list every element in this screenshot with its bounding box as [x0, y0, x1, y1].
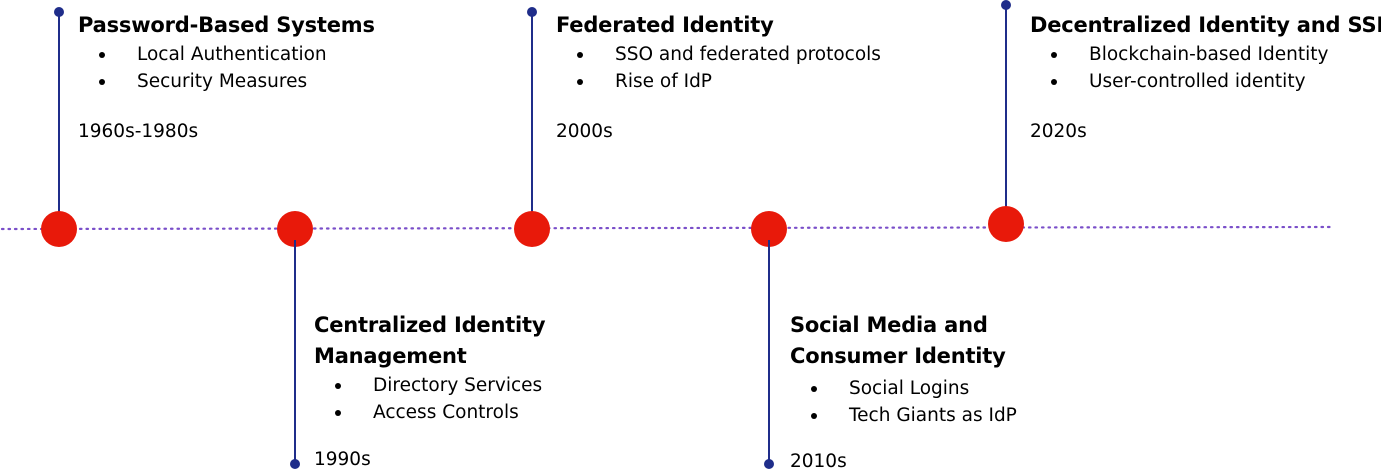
milestone-1-content: Password-Based Systems Local Authenticat… — [78, 10, 375, 95]
timeline-dotted-line — [0, 225, 1332, 231]
list-item: User-controlled identity — [1030, 68, 1381, 95]
milestone-2-stem — [294, 240, 296, 464]
milestone-1-node — [41, 211, 77, 247]
milestone-5-content: Decentralized Identity and SSI Blockchai… — [1030, 10, 1381, 95]
milestone-4-title: Social Media and Consumer Identity — [790, 313, 1006, 368]
milestone-2-era: 1990s — [314, 449, 371, 470]
list-item: Directory Services — [314, 372, 574, 399]
milestone-4-era: 2010s — [790, 451, 847, 472]
milestone-5-node — [988, 206, 1024, 242]
milestone-3-content: Federated Identity SSO and federated pro… — [556, 10, 881, 95]
list-item: Blockchain-based Identity — [1030, 41, 1381, 68]
list-item: Tech Giants as IdP — [790, 402, 1040, 429]
list-item: Access Controls — [314, 399, 574, 426]
milestone-3-list: SSO and federated protocols Rise of IdP — [556, 41, 881, 95]
milestone-1-era: 1960s-1980s — [78, 121, 199, 142]
list-item: SSO and federated protocols — [556, 41, 881, 68]
milestone-3-node — [514, 211, 550, 247]
milestone-3-stem-dot — [527, 7, 537, 17]
milestone-1-title: Password-Based Systems — [78, 13, 375, 37]
milestone-2-list: Directory Services Access Controls — [314, 372, 574, 426]
milestone-5-era: 2020s — [1030, 121, 1087, 142]
milestone-3-era: 2000s — [556, 121, 613, 142]
milestone-4-stem-dot — [764, 459, 774, 469]
milestone-4-stem — [768, 240, 770, 464]
list-item: Rise of IdP — [556, 68, 881, 95]
list-item: Security Measures — [78, 68, 375, 95]
milestone-1-stem — [58, 12, 60, 218]
milestone-2-title: Centralized Identity Management — [314, 313, 546, 368]
milestone-2-content: Centralized Identity Management Director… — [314, 310, 574, 426]
milestone-3-title: Federated Identity — [556, 13, 774, 37]
milestone-3-stem — [531, 12, 533, 218]
milestone-4-content: Social Media and Consumer Identity Socia… — [790, 310, 1040, 429]
milestone-5-title: Decentralized Identity and SSI — [1030, 13, 1381, 37]
list-item: Social Logins — [790, 375, 1040, 402]
milestone-1-list: Local Authentication Security Measures — [78, 41, 375, 95]
milestone-4-list: Social Logins Tech Giants as IdP — [790, 375, 1040, 429]
milestone-5-stem-dot — [1001, 0, 1011, 10]
milestone-5-list: Blockchain-based Identity User-controlle… — [1030, 41, 1381, 95]
milestone-1-stem-dot — [54, 7, 64, 17]
milestone-5-stem — [1005, 6, 1007, 216]
milestone-2-stem-dot — [290, 459, 300, 469]
list-item: Local Authentication — [78, 41, 375, 68]
